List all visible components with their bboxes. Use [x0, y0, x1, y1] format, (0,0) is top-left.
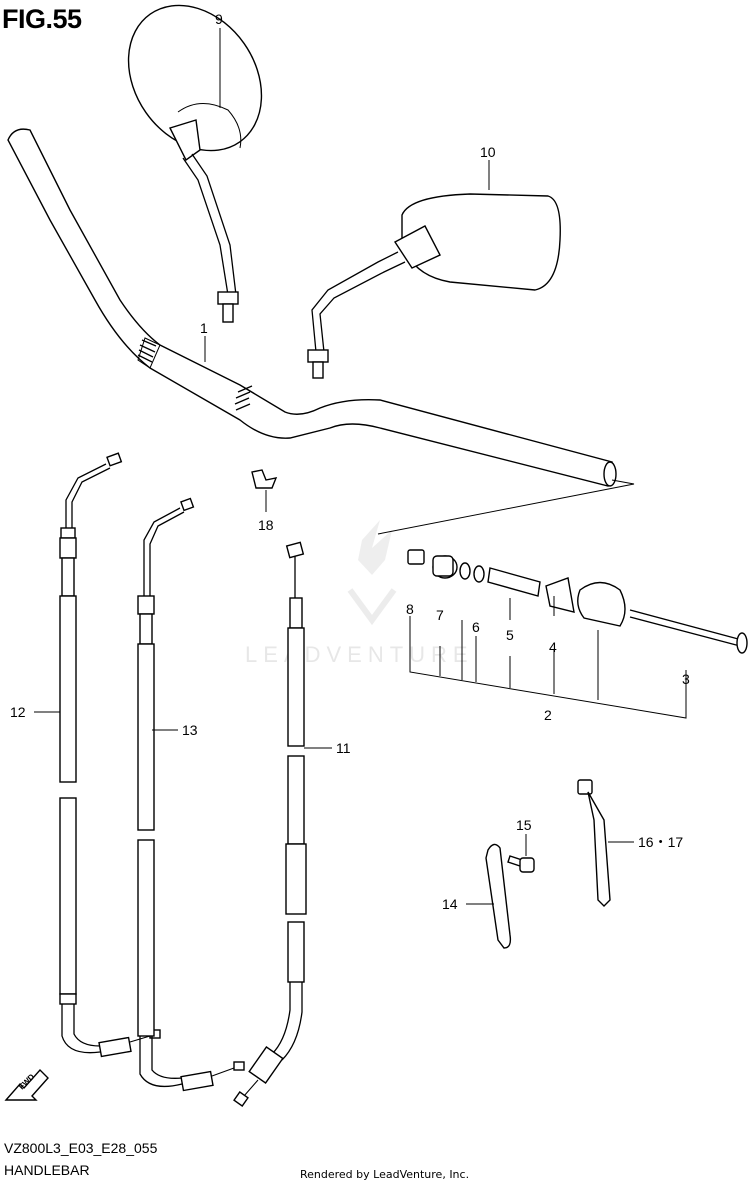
part-16-17-tie[interactable] — [577, 779, 611, 907]
callout-5: 5 — [506, 627, 514, 643]
callout-16-17: 16・17 — [638, 834, 683, 850]
part-6-washer — [459, 562, 471, 580]
part-4-rubber — [545, 577, 575, 613]
callout-14: 14 — [442, 896, 458, 912]
knurl-right — [234, 385, 253, 411]
left-mirror[interactable] — [101, 0, 289, 323]
leadventure-watermark: LEADVENTURE — [245, 520, 474, 667]
throttle-cable-13[interactable] — [137, 497, 245, 1092]
part-18-clip[interactable] — [251, 469, 278, 512]
callout-6: 6 — [472, 619, 480, 635]
callout-13: 13 — [182, 722, 198, 738]
throttle-cable-12[interactable] — [59, 452, 161, 1058]
render-credit: Rendered by LeadVenture, Inc. — [300, 1168, 470, 1181]
clutch-cable-11[interactable] — [233, 541, 307, 1107]
part-15-bolt[interactable] — [507, 855, 535, 873]
callout-12: 12 — [10, 704, 26, 720]
callout-18: 18 — [258, 517, 274, 533]
part-8-nut — [407, 549, 425, 565]
part-name: HANDLEBAR — [4, 1162, 90, 1178]
leader-lines — [34, 28, 634, 905]
callout-7: 7 — [436, 607, 444, 623]
callout-9: 9 — [215, 11, 223, 27]
watermark-text: LEADVENTURE — [245, 642, 474, 667]
callout-11: 11 — [336, 740, 351, 756]
figure-title: FIG.55 — [2, 4, 82, 34]
part-2-weight — [577, 581, 626, 627]
part-14-bracket[interactable] — [485, 843, 512, 949]
part-3-bolt-head — [736, 632, 748, 654]
callout-4: 4 — [549, 639, 557, 655]
model-code: VZ800L3_E03_E28_055 — [4, 1140, 158, 1156]
callout-10: 10 — [480, 144, 496, 160]
right-mirror[interactable] — [307, 193, 561, 379]
assembly-guide — [377, 479, 635, 535]
callout-15: 15 — [516, 817, 532, 833]
knurl-left — [137, 339, 157, 363]
part-5-sleeve — [487, 567, 541, 597]
bar-end-assembly[interactable] — [407, 549, 748, 719]
callout-3: 3 — [682, 671, 690, 687]
callout-1: 1 — [200, 320, 208, 336]
callout-8: 8 — [406, 601, 414, 617]
handlebar[interactable] — [7, 128, 617, 487]
fwd-arrow-icon: FWD — [4, 1068, 49, 1101]
part-6b-washer — [473, 565, 485, 583]
callout-2: 2 — [544, 707, 552, 723]
